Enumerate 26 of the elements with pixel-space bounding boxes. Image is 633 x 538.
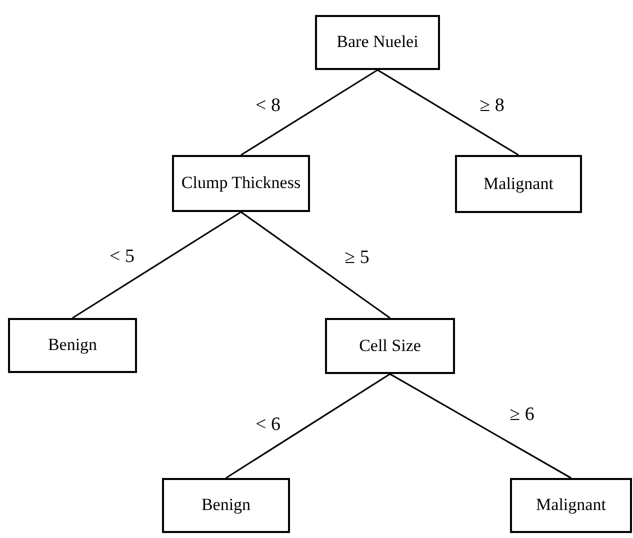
connector-line <box>72 211 242 319</box>
node-label: Clump Thickness <box>181 174 301 193</box>
node-label: Benign <box>48 336 98 355</box>
decision-box <box>455 155 582 213</box>
node-label: Malignant <box>484 174 554 194</box>
connector-line <box>240 69 378 156</box>
node-label: Benign <box>201 496 251 515</box>
edge-label: < 8 <box>256 95 280 117</box>
decision-box <box>510 478 632 533</box>
edge-label: < 5 <box>110 246 134 268</box>
edge-label: ≥ 8 <box>480 95 504 117</box>
node-label: Bare Nuelei <box>336 33 418 52</box>
edge-label: ≥ 6 <box>510 404 534 426</box>
decision-box <box>162 478 290 533</box>
decision-box <box>315 15 440 70</box>
node-label: Cell Size <box>359 336 421 356</box>
decision-box <box>325 318 455 374</box>
connector-line <box>240 211 390 319</box>
decision-box <box>8 318 137 373</box>
edge-label: < 6 <box>256 414 280 436</box>
connector-line <box>377 69 519 156</box>
connector-line <box>226 373 390 479</box>
decision-box <box>172 155 310 212</box>
edge-label: ≥ 5 <box>344 247 370 269</box>
node-label: Malignant <box>536 496 606 515</box>
connector-line <box>390 373 572 479</box>
